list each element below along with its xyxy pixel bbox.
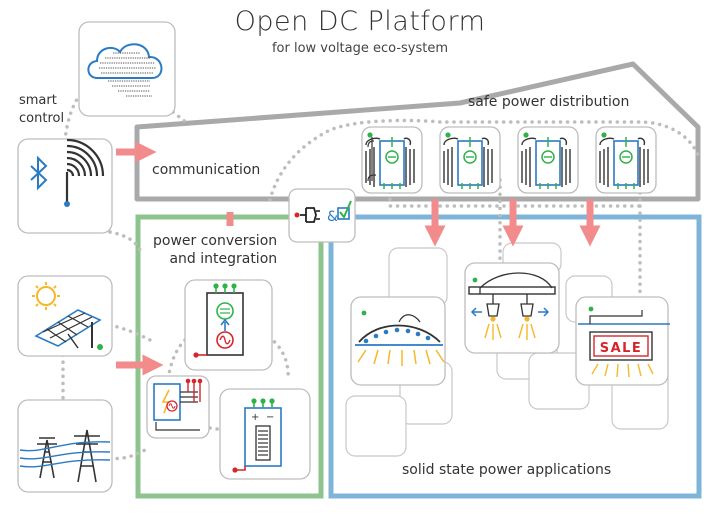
cloud-data-icon [87, 43, 163, 79]
solar-panel-icon [32, 282, 103, 350]
cloud-tile [78, 21, 176, 117]
solar-tile [17, 275, 113, 357]
converter-icon [193, 283, 244, 358]
ceiling-light-icon [355, 310, 445, 366]
inverter-icon [153, 378, 203, 431]
inverter-tile [146, 375, 210, 439]
bluetooth-icon [30, 155, 48, 191]
communication-label: communication [152, 162, 261, 178]
distribution-module-icon [521, 132, 571, 189]
distribution-module-icon [599, 132, 649, 189]
safe-power-distribution-label: safe power distribution [468, 94, 630, 110]
converter-tile [184, 279, 273, 371]
sale-sign-text: SALE [600, 341, 643, 356]
solid-state-applications-label: solid state power applications [402, 462, 612, 478]
svg-text:−: − [266, 412, 274, 423]
battery-icon: + − [232, 398, 282, 473]
sale-sign-tile: SALE [575, 296, 670, 386]
power-conversion-label: power conversion and integration [153, 233, 278, 267]
ceiling-light-tile [350, 296, 446, 386]
svg-text:+: + [251, 412, 259, 423]
sale-sign-icon: SALE [578, 306, 670, 378]
distribution-module-icon [443, 132, 493, 189]
battery-tile: + − [219, 388, 311, 480]
flow-arrows [116, 141, 601, 376]
antenna-icon [65, 138, 105, 202]
distribution-module-icon [365, 132, 415, 189]
spotlight-tile [464, 262, 560, 354]
page-subtitle: for low voltage eco-system [271, 41, 449, 56]
plug-switch-tile: & [288, 188, 356, 243]
plug-switch-icon: & [294, 200, 352, 225]
smart-control-label: smart control [19, 93, 65, 126]
pylon-tile [17, 399, 113, 493]
smart-control-tile [17, 138, 113, 234]
connector-ampersand: & [327, 209, 338, 225]
track-spotlight-icon [468, 272, 556, 340]
page-title: Open DC Platform [234, 6, 486, 37]
distribution-modules [361, 126, 657, 194]
